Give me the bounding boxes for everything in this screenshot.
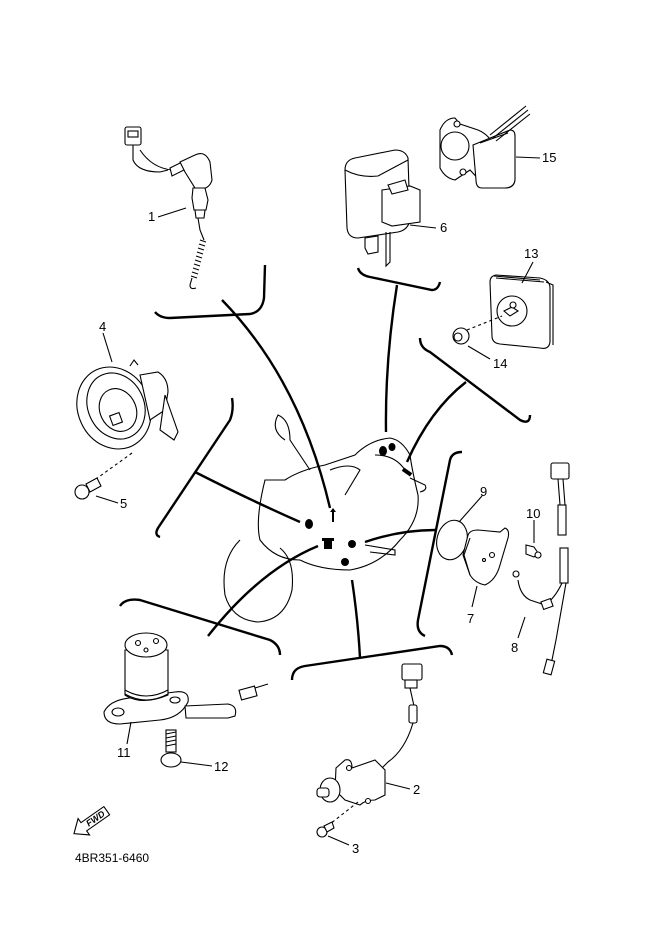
bracket-7 xyxy=(416,450,463,638)
assembly-line-5 xyxy=(95,452,133,480)
label-14: 14 xyxy=(493,356,507,371)
leader-1 xyxy=(221,299,332,509)
leader-line-14 xyxy=(467,345,491,360)
leader-line-13 xyxy=(521,261,534,284)
leader-4 xyxy=(194,470,301,524)
drawing-code: 4BR351-6460 xyxy=(75,851,149,865)
bracket-2 xyxy=(290,644,454,681)
bracket-11 xyxy=(118,598,282,656)
bracket-1 xyxy=(154,264,267,320)
bracket-13 xyxy=(418,337,532,423)
label-3: 3 xyxy=(352,841,359,856)
label-11: 11 xyxy=(117,745,131,760)
part-6-relay[interactable] xyxy=(344,149,421,268)
leader-line-9 xyxy=(458,495,483,523)
part-7-speed-sensor[interactable] xyxy=(462,527,510,586)
leader-arrows xyxy=(194,284,467,659)
part-3-screw[interactable] xyxy=(316,821,335,838)
leader-line-15 xyxy=(515,156,541,159)
leader-7 xyxy=(364,528,436,544)
label-13: 13 xyxy=(524,246,538,261)
part-15-relay[interactable] xyxy=(439,105,531,189)
leader-line-3 xyxy=(327,835,350,846)
label-1: 1 xyxy=(148,209,155,224)
leader-line-1 xyxy=(157,207,187,218)
bracket-6 xyxy=(356,267,442,292)
part-14-nut[interactable] xyxy=(452,327,470,345)
leader-11 xyxy=(207,544,319,637)
label-8: 8 xyxy=(511,640,518,655)
callout-brackets xyxy=(118,264,532,681)
leader-line-12 xyxy=(180,761,213,767)
motorcycle-outline xyxy=(223,414,427,623)
label-12: 12 xyxy=(214,759,228,774)
part-4-horn[interactable] xyxy=(64,355,179,462)
label-15: 15 xyxy=(542,150,556,165)
leader-line-2 xyxy=(385,782,411,790)
part-1-neutral-switch[interactable] xyxy=(124,126,213,290)
bracket-4 xyxy=(155,397,234,539)
part-5-bolt[interactable] xyxy=(74,477,102,500)
leader-2 xyxy=(350,579,362,659)
assembly-line-14 xyxy=(466,315,503,331)
label-7: 7 xyxy=(467,611,474,626)
leader-line-4 xyxy=(102,332,113,363)
part-2-sidestand-switch[interactable] xyxy=(316,663,423,806)
leader-line-6 xyxy=(409,224,437,229)
leader-line-11 xyxy=(126,721,132,745)
leader-line-8 xyxy=(517,616,526,639)
leader-line-5 xyxy=(95,495,119,504)
label-9: 9 xyxy=(480,484,487,499)
leader-6 xyxy=(384,284,399,433)
label-6: 6 xyxy=(440,220,447,235)
assembly-line-3 xyxy=(329,801,359,825)
part-10-screw[interactable] xyxy=(525,544,542,559)
label-5: 5 xyxy=(120,496,127,511)
part-13-gasket[interactable] xyxy=(489,274,554,349)
label-4: 4 xyxy=(99,319,106,334)
forward-direction-arrow: FWD xyxy=(73,805,111,836)
part-12-bolt[interactable] xyxy=(160,729,182,768)
part-11-oil-level-switch[interactable] xyxy=(103,632,269,725)
leader-13 xyxy=(405,381,467,463)
label-10: 10 xyxy=(526,506,540,521)
label-2: 2 xyxy=(413,782,420,797)
part-8-lead-wire[interactable] xyxy=(512,462,570,676)
leader-line-7 xyxy=(471,585,478,608)
